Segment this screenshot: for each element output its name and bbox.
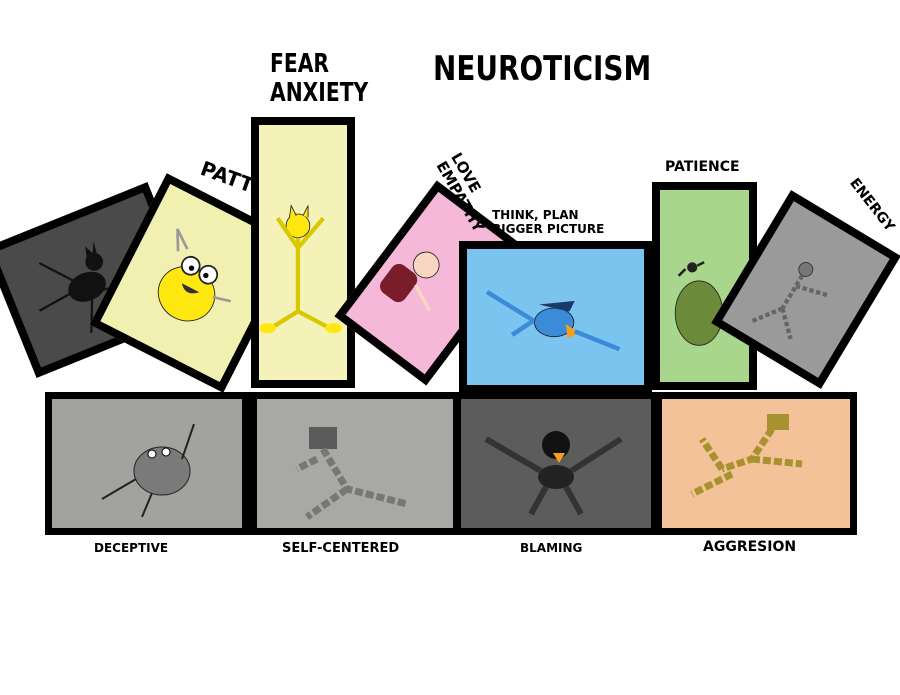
patterns-tile (89, 173, 301, 393)
love-empathy-tile (334, 180, 529, 386)
energy-label: ENERGY (846, 175, 898, 235)
self-centered-cell (257, 399, 453, 528)
blue-bird-icon (485, 290, 621, 352)
deceptive-cell (52, 399, 242, 528)
aggresion-label: AGGRESION (703, 539, 797, 555)
energy-tile (711, 190, 900, 389)
gray-robot-creature-icon (295, 427, 408, 520)
fear-anxiety-tile (251, 117, 355, 388)
yellow-chick-icon (157, 228, 232, 322)
think-plan-tile (459, 241, 652, 393)
think-plan-line: THINK, PLAN (492, 208, 579, 222)
think-plan-label: THINK, PLAN BIGGER PICTURE (492, 208, 605, 237)
fear-label: FEAR (270, 49, 330, 79)
gray-blob-creature-icon (101, 423, 195, 518)
anxiety-label: ANXIETY (270, 78, 369, 109)
gray-robot-icon (751, 262, 830, 340)
deceptive-label: DECEPTIVE (94, 541, 169, 555)
self-centered-label: SELF-CENTERED (282, 541, 400, 556)
blaming-label: BLAMING (520, 541, 583, 555)
bottom-strip (45, 392, 857, 535)
shadow-creature-icon (38, 241, 142, 333)
gold-robot-creature-icon (690, 414, 803, 498)
bigger-picture-line: BIGGER PICTURE (492, 221, 605, 236)
black-bird-creature-icon (484, 431, 623, 516)
fear-anxiety-label: FEAR ANXIETY (270, 49, 369, 109)
pink-character-icon (380, 251, 440, 312)
patience-label: PATIENCE (665, 159, 740, 175)
dark-gray-tile (0, 182, 200, 378)
blaming-cell (461, 399, 651, 528)
yellow-cat-figure-icon (259, 204, 342, 334)
page-title: NEUROTICISM (433, 49, 652, 89)
aggresion-cell (662, 399, 850, 528)
